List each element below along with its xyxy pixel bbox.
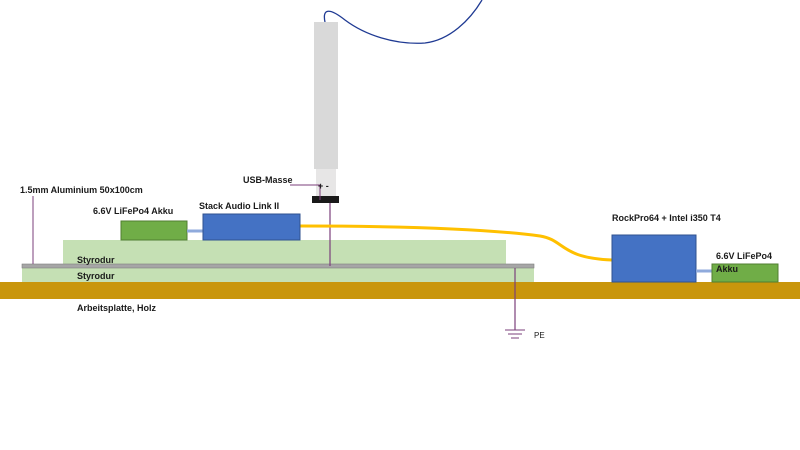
- usb-stick: [314, 22, 338, 169]
- battery-right: [711, 263, 779, 283]
- polarity-label: + -: [318, 181, 329, 191]
- arbeitsplatte-label: Arbeitsplatte, Holz: [77, 303, 157, 313]
- network-cable: [299, 224, 613, 262]
- usb-masse-leader-line: [290, 184, 321, 200]
- rockpro-box: [611, 234, 697, 283]
- battery-right-label-line1: 6.6V LiFePo4: [716, 251, 773, 261]
- stack-audio-label: Stack Audio Link II: [199, 201, 280, 211]
- battery-right-label-line2: Akku: [716, 264, 739, 274]
- usb-ground-clamp: [312, 196, 339, 203]
- usb-cable: [323, 0, 483, 44]
- battery-left: [120, 220, 188, 241]
- battery-left-label: 6.6V LiFePo4 Akku: [93, 206, 174, 216]
- pe-label: PE: [534, 331, 545, 340]
- rockpro-label: RockPro64 + Intel i350 T4: [612, 213, 721, 223]
- styrodur-bottom: [22, 267, 534, 282]
- stack-audio-box: [202, 213, 301, 241]
- aluminium-plate: [21, 263, 535, 269]
- usb-masse-label: USB-Masse: [243, 175, 293, 185]
- ground-symbol: [505, 329, 525, 339]
- styrodur-top: [63, 240, 506, 264]
- wood-worktop: [0, 282, 800, 299]
- styrodur-bottom-label: Styrodur: [77, 271, 115, 281]
- styrodur-top-label: Styrodur: [77, 255, 115, 265]
- aluminium-label: 1.5mm Aluminium 50x100cm: [20, 185, 143, 195]
- usb-stick-connector: [316, 169, 336, 197]
